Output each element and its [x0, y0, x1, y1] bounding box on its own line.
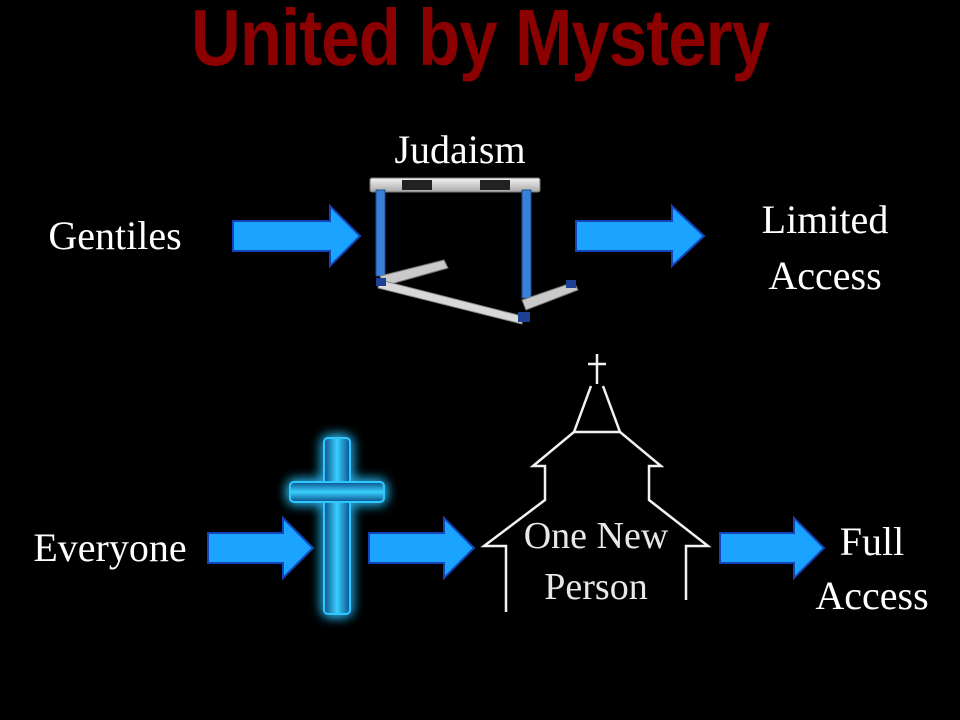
label-access-full: Access [815, 573, 929, 618]
label-person: Person [544, 566, 648, 608]
label-judaism: Judaism [394, 127, 526, 172]
arrow-gentiles-to-judaism [232, 203, 362, 269]
label-everyone: Everyone [33, 525, 187, 570]
arrow-everyone-to-cross [207, 515, 315, 581]
arrow-church-to-full-access [719, 515, 826, 581]
label-gentiles: Gentiles [48, 213, 182, 258]
slide-title: United by Mystery [191, 0, 770, 82]
label-one-new: One New [523, 515, 669, 557]
arrow-cross-to-church [368, 515, 476, 581]
label-access-limited: Access [768, 253, 882, 298]
label-full: Full [839, 519, 905, 564]
arrow-judaism-to-limited-access [575, 203, 706, 269]
hurdle-icon [369, 177, 579, 325]
label-limited: Limited [761, 197, 889, 242]
church-icon [480, 354, 712, 612]
cross-icon [289, 437, 385, 615]
